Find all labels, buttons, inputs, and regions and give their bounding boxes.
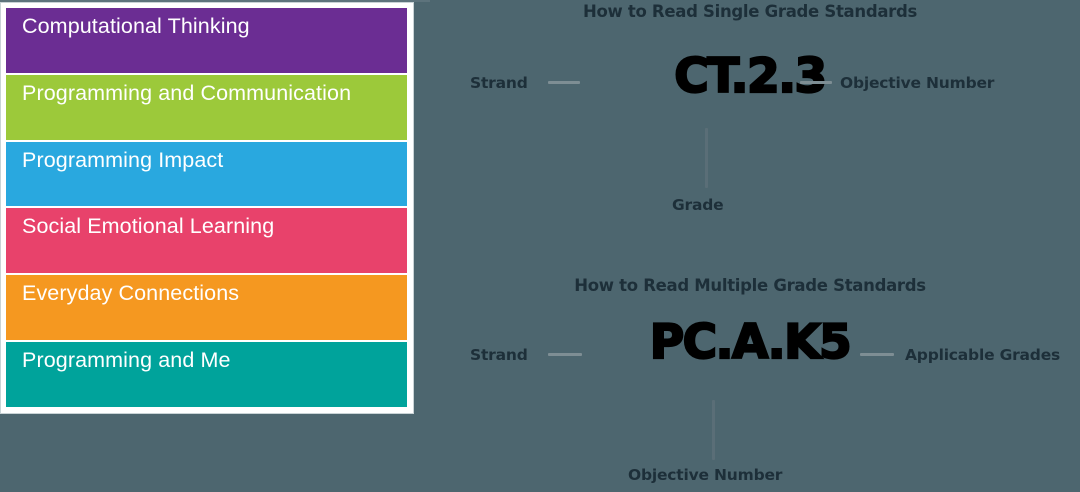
legend-band-label: Social Emotional Learning <box>22 214 275 239</box>
multiple-grade-strand-label: Strand <box>470 346 528 364</box>
single-grade-diagram-title: How to Read Single Grade Standards <box>582 2 918 21</box>
connector-line-strand-multiple <box>548 353 582 356</box>
legend-band-social-emotional-learning[interactable]: Social Emotional Learning <box>6 208 407 274</box>
multiple-grade-applicable-grades-label: Applicable Grades <box>905 346 1061 364</box>
legend-band-programming-and-communication[interactable]: Programming and Communication <box>6 74 407 140</box>
connector-line-grades-multiple <box>860 353 894 356</box>
connector-line-objective-multiple <box>712 400 715 460</box>
single-grade-grade-label: Grade <box>672 196 724 214</box>
connector-line-strand-single <box>548 81 580 84</box>
legend-band-label: Programming and Communication <box>22 80 352 105</box>
legend-band-label: Everyday Connections <box>22 281 240 306</box>
multiple-grade-diagram-title: How to Read Multiple Grade Standards <box>574 276 926 295</box>
single-grade-objective-number-label: Objective Number <box>840 74 995 92</box>
multiple-grade-objective-number-label: Objective Number <box>628 466 783 484</box>
multiple-grade-standard-diagram: How to Read Multiple Grade Standards <box>420 262 1080 492</box>
connector-line-grade-single <box>705 128 708 188</box>
strand-legend-panel: Computational Thinking Programming and C… <box>0 2 414 414</box>
multiple-grade-standard-code: PC.A.K5 <box>649 315 853 370</box>
single-grade-standard-diagram: How to Read Single Grade Standards CT.2.… <box>420 0 1080 230</box>
single-grade-strand-label: Strand <box>470 74 528 92</box>
legend-band-label: Programming Impact <box>22 147 224 172</box>
connector-line-objective-single <box>800 81 832 84</box>
single-grade-standard-code: CT.2.3 <box>673 49 828 104</box>
legend-band-programming-and-me[interactable]: Programming and Me <box>6 342 407 407</box>
legend-band-computational-thinking[interactable]: Computational Thinking <box>6 8 407 73</box>
legend-band-label: Computational Thinking <box>22 14 250 38</box>
legend-band-programming-impact[interactable]: Programming Impact <box>6 141 407 207</box>
legend-band-label: Programming and Me <box>22 348 231 373</box>
strand-legend-stack: Computational Thinking Programming and C… <box>6 8 407 407</box>
legend-top-rule <box>0 0 430 2</box>
legend-band-everyday-connections[interactable]: Everyday Connections <box>6 275 407 341</box>
